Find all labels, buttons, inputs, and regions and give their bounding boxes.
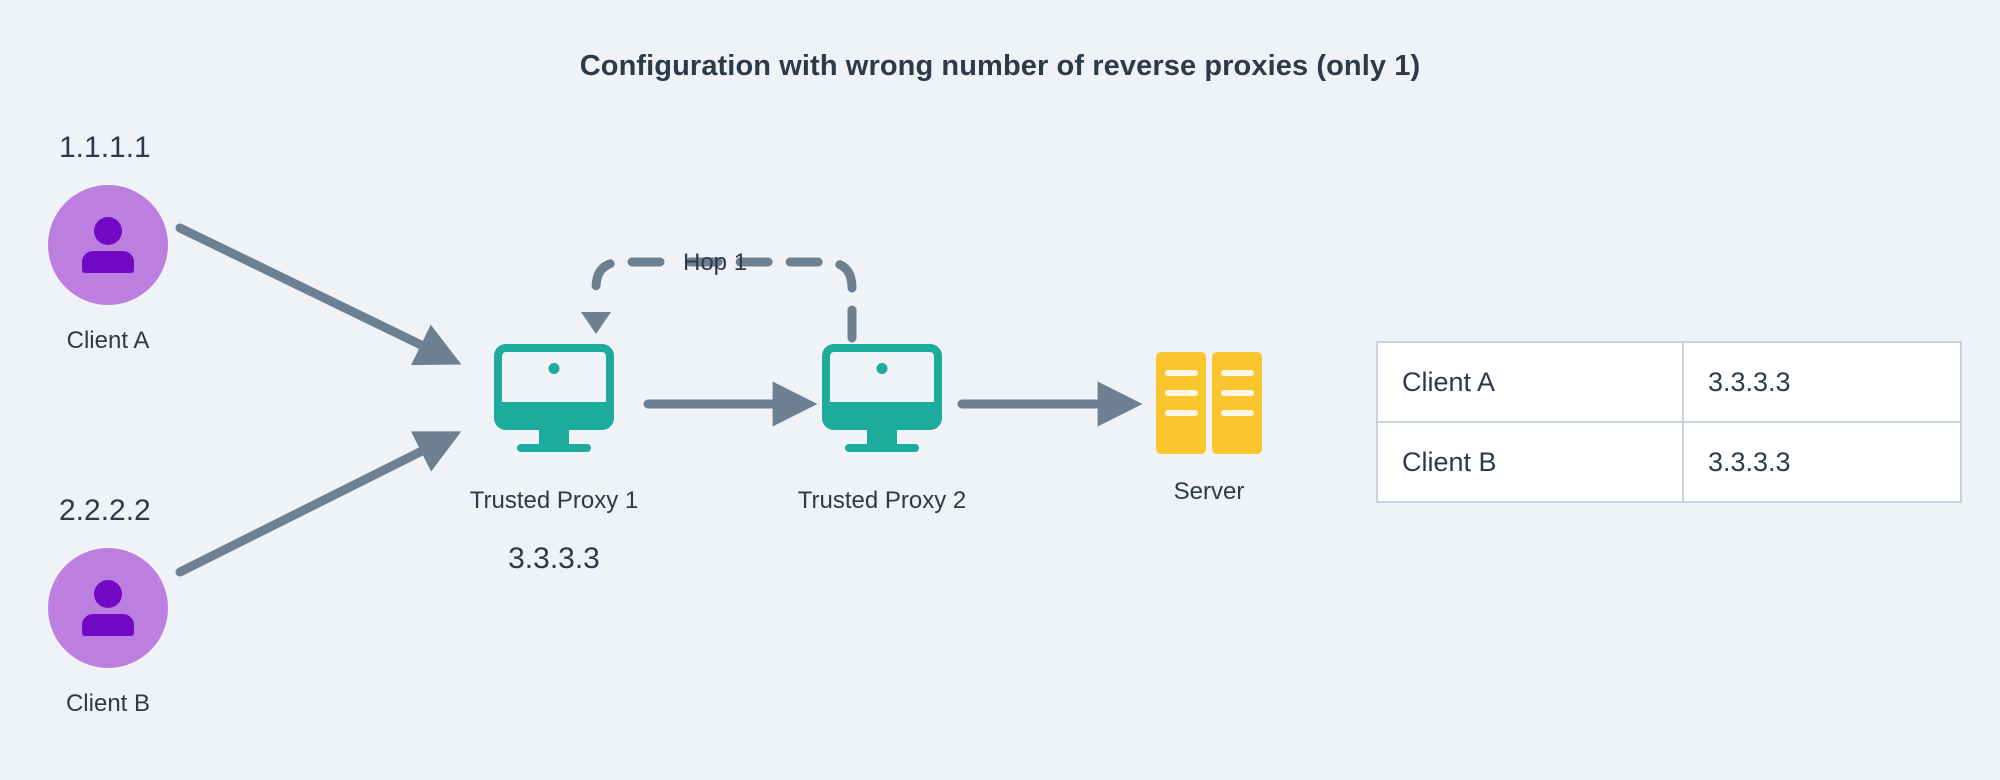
proxy1-ip: 3.3.3.3 [508,542,600,575]
proxy2-monitor-icon[interactable] [822,344,942,454]
monitor-screen-bar [502,402,606,422]
client-ip-mapping-table: Client A 3.3.3.3 Client B 3.3.3.3 [1376,341,1962,503]
server-rack-right [1212,352,1262,454]
edge-hop1-dashed-left [591,257,665,305]
client-b-label: Client B [65,690,151,717]
person-icon-body [82,251,134,273]
person-icon-body [82,614,134,636]
client-b-ip: 2.2.2.2 [59,494,151,527]
table-row: Client A 3.3.3.3 [1376,341,1962,423]
server-rack-icon[interactable] [1156,352,1262,454]
table-cell-client-ip: 3.3.3.3 [1682,421,1962,503]
page-title: Configuration with wrong number of rever… [579,50,1421,82]
proxy2-label: Trusted Proxy 2 [797,487,967,514]
server-label: Server [1173,478,1245,505]
table-cell-client-name: Client A [1376,341,1684,423]
client-b-avatar[interactable] [48,548,168,668]
monitor-camera-dot [548,363,560,374]
table-row: Client B 3.3.3.3 [1376,421,1962,503]
table-cell-client-ip: 3.3.3.3 [1682,341,1962,423]
monitor-stand-base [517,444,591,452]
edge-client-b-to-proxy1 [175,431,462,577]
server-slot [1164,410,1198,416]
monitor-stand-neck [867,430,897,444]
monitor-stand-base [845,444,919,452]
table-cell-client-name: Client B [1376,421,1684,503]
server-slot [1220,410,1254,416]
person-icon [94,580,122,608]
server-slot [1164,390,1198,396]
edge-client-a-to-proxy1 [175,223,462,366]
server-slot [1220,370,1254,376]
monitor-screen [822,344,942,430]
person-icon [94,217,122,245]
proxy1-monitor-icon[interactable] [494,344,614,454]
monitor-screen-bar [830,402,934,422]
client-a-avatar[interactable] [48,185,168,305]
monitor-stand-neck [539,430,569,444]
proxy1-label: Trusted Proxy 1 [469,487,639,514]
hop-1-label: Hop 1 [683,249,748,276]
server-slot [1164,370,1198,376]
server-rack-left [1156,352,1206,454]
hop1-arrowhead [581,312,611,334]
client-a-label: Client A [66,327,150,354]
monitor-camera-dot [876,363,888,374]
monitor-screen [494,344,614,430]
client-a-ip: 1.1.1.1 [59,131,151,164]
server-slot [1220,390,1254,396]
